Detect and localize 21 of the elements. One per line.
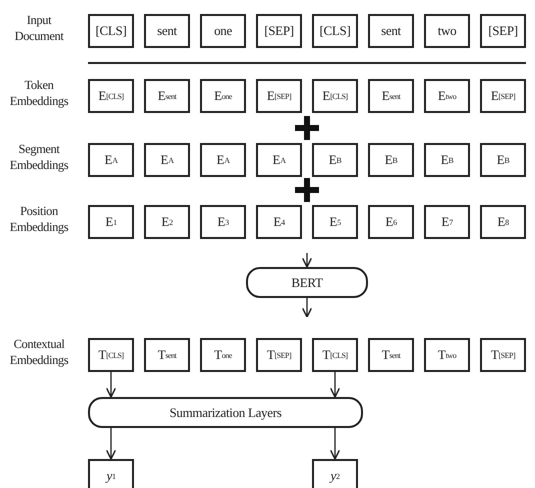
- row-label: Segment Embeddings: [8, 141, 70, 173]
- arrow: [330, 428, 340, 460]
- token-box: two: [424, 14, 470, 48]
- token-box: one: [200, 14, 246, 48]
- token-box: sent: [144, 14, 190, 48]
- token-box: [SEP]: [256, 14, 302, 48]
- arrow: [302, 298, 312, 318]
- layer-box: Summarization Layers: [88, 397, 363, 428]
- model-box: BERT: [246, 267, 368, 298]
- arrow: [302, 253, 312, 268]
- row-label: Input Document: [14, 12, 65, 44]
- row-label: Contextual Embeddings: [8, 336, 70, 368]
- token-box: [SEP]: [480, 14, 526, 48]
- row-label: Token Embeddings: [8, 77, 70, 109]
- arrow: [330, 372, 340, 398]
- arrow: [106, 372, 116, 398]
- token-box: sent: [368, 14, 414, 48]
- arrow: [106, 428, 116, 460]
- token-box: [CLS]: [88, 14, 134, 48]
- token-box: [CLS]: [312, 14, 358, 48]
- row-label: Position Embeddings: [8, 203, 70, 235]
